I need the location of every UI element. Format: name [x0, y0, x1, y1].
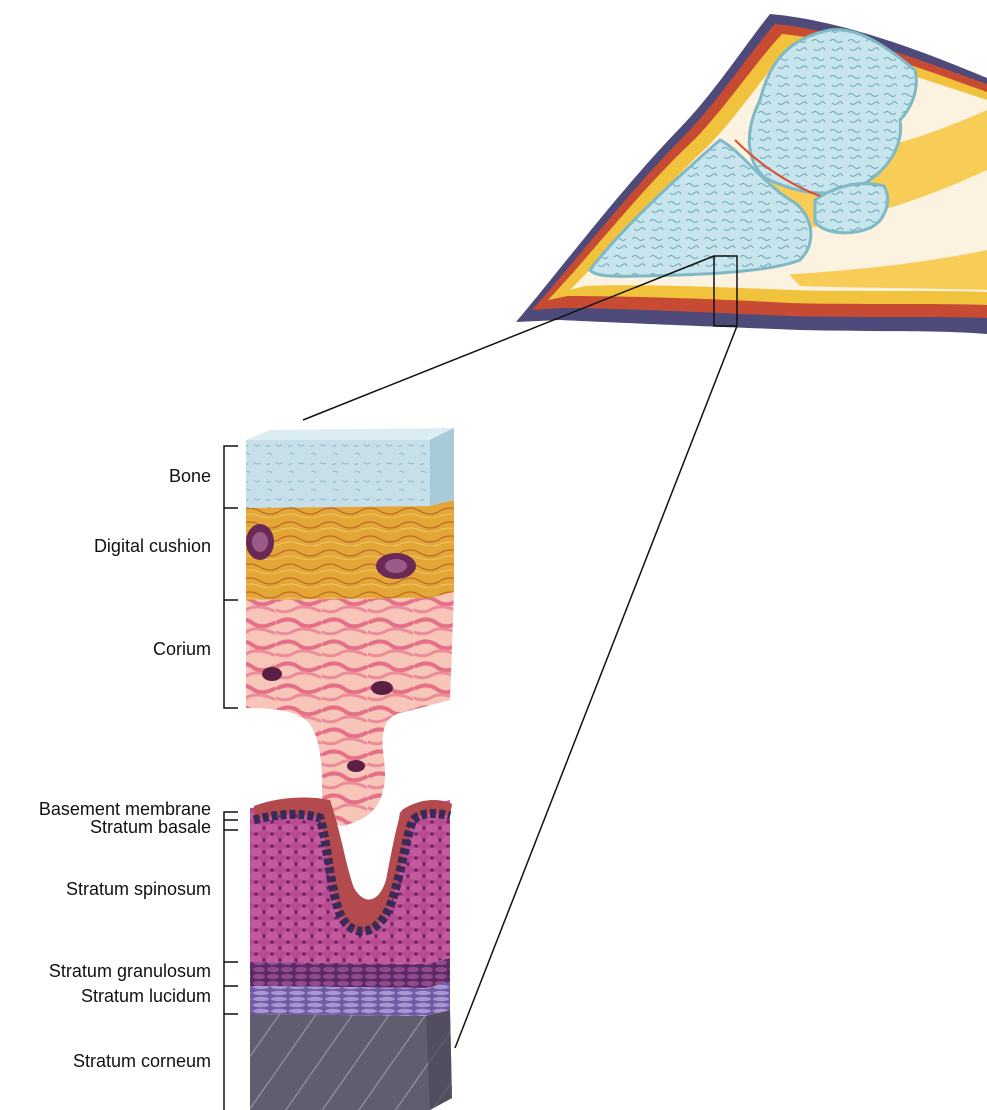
bracket-basement-membrane [224, 812, 238, 820]
claw-cross-section [516, 14, 987, 334]
zoom-line-top [303, 256, 714, 420]
bracket-stratum-lucidum [224, 986, 238, 1014]
bracket-corium [224, 600, 238, 708]
label-stratum-lucidum: Stratum lucidum [81, 987, 211, 1005]
label-stratum-spinosum: Stratum spinosum [66, 880, 211, 898]
bracket-stratum-granulosum [224, 962, 238, 986]
label-stratum-granulosum: Stratum granulosum [49, 962, 211, 980]
bracket-stratum-basale [224, 820, 238, 830]
label-digital-cushion: Digital cushion [94, 537, 211, 555]
zoom-line-bottom [455, 326, 737, 1048]
bracket-bone [224, 446, 238, 508]
bracket-stratum-spinosum [224, 830, 238, 962]
label-stratum-basale: Stratum basale [90, 818, 211, 836]
label-basement-membrane: Basement membrane [39, 800, 211, 818]
label-stratum-corneum: Stratum corneum [73, 1052, 211, 1070]
label-brackets [224, 446, 238, 1110]
tissue-block [246, 428, 454, 1110]
bracket-digital-cushion [224, 508, 238, 600]
label-corium: Corium [153, 640, 211, 658]
label-bone: Bone [169, 467, 211, 485]
